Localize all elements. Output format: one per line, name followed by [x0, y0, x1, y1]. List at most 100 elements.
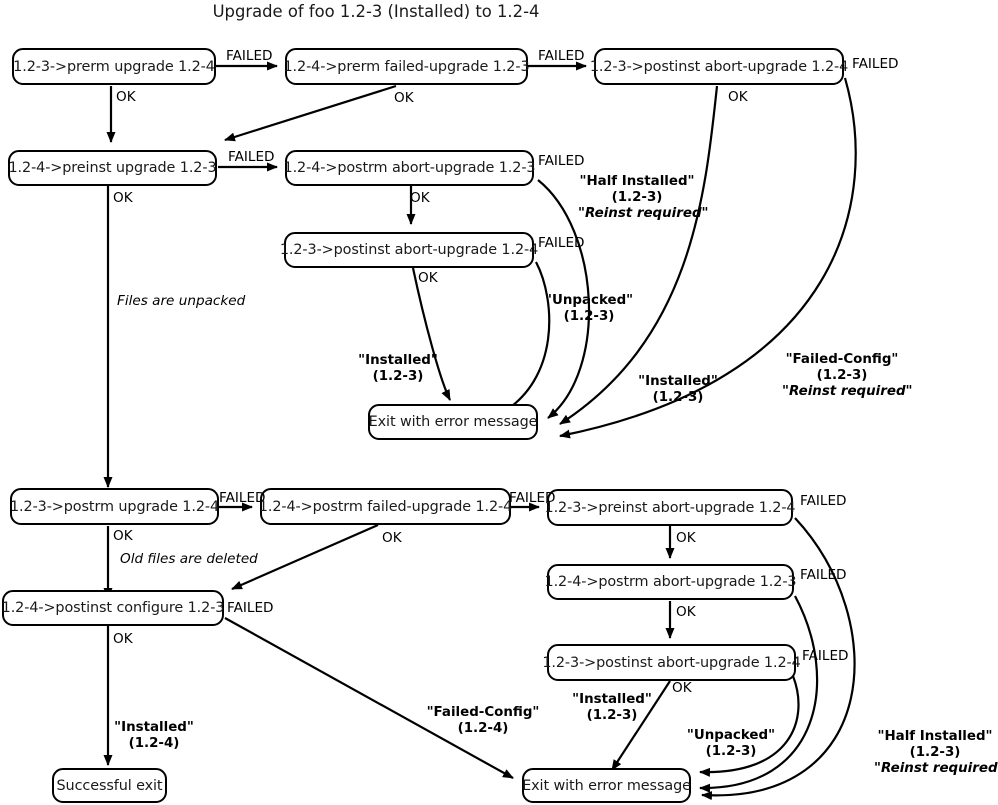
node-successful-exit[interactable]: Successful exit: [52, 768, 167, 803]
node-postrm-abort-upgrade-low[interactable]: 1.2-4->postrm abort-upgrade 1.2-3: [544, 564, 797, 600]
edge-label-failed-10: FAILED: [802, 648, 849, 664]
node-postrm-upgrade[interactable]: 1.2-3->postrm upgrade 1.2-4: [10, 488, 219, 525]
state-line: (1.2-4): [128, 735, 180, 751]
node-label: 1.2-3->postrm upgrade 1.2-4: [9, 498, 220, 515]
node-label: 1.2-4->postrm abort-upgrade 1.2-3: [544, 574, 797, 590]
state-line: (1.2-3): [586, 707, 638, 723]
edge-label-failed-9: FAILED: [227, 600, 274, 616]
edge-label-ok-3: OK: [113, 190, 133, 206]
state-label-failed-config-top: "Failed-Config" (1.2-3) "Reinst required…: [782, 352, 913, 399]
node-label: 1.2-4->postrm failed-upgrade 1.2-4: [258, 498, 513, 515]
state-label-unpacked-top: "Unpacked" (1.2-3): [545, 293, 633, 325]
state-label-unpacked-bottom: "Unpacked" (1.2-3): [686, 728, 776, 760]
node-label: 1.2-4->prerm failed-upgrade 1.2-3: [283, 58, 530, 75]
state-line: "Reinst required": [874, 760, 998, 776]
state-label-installed-left: "Installed" (1.2-3): [354, 353, 442, 385]
node-postinst-configure[interactable]: 1.2-4->postinst configure 1.2-3: [2, 590, 224, 626]
edge-ok-5: [411, 267, 451, 401]
node-preinst-abort-upgrade[interactable]: 1.2-3->preinst abort-upgrade 1.2-4: [544, 489, 796, 526]
edge-failed-11: [699, 595, 819, 793]
node-postrm-abort-upgrade-mid[interactable]: 1.2-4->postrm abort-upgrade 1.2-3: [283, 150, 536, 186]
edge-failed-12: [701, 517, 856, 801]
state-line: (1.2-3): [909, 744, 961, 760]
edge-ok-6: [559, 85, 719, 425]
edge-failed-6: [559, 77, 857, 439]
state-label-half-installed-top: "Half Installed" (1.2-3) "Reinst require…: [578, 174, 709, 221]
edge-label-failed-2: FAILED: [538, 48, 585, 64]
edge-label-ok-4: OK: [410, 190, 430, 206]
edge-label-failed-7: FAILED: [219, 490, 266, 506]
edge-label-ok-1: OK: [116, 89, 136, 105]
edge-label-failed-11: FAILED: [800, 567, 847, 583]
state-line: "Reinst required": [578, 205, 709, 221]
edge-ok-8: [231, 523, 379, 591]
state-label-installed-success: "Installed" (1.2-4): [110, 720, 198, 752]
edge-ok-2: [224, 84, 397, 142]
node-label: 1.2-3->postinst abort-upgrade 1.2-4: [279, 242, 539, 258]
edge-label-ok-10: OK: [676, 530, 696, 546]
edge-failed-4: [499, 261, 551, 415]
state-line: "Failed-Config": [426, 705, 540, 720]
edge-label-ok-12: OK: [672, 680, 692, 696]
node-label: 1.2-4->preinst upgrade 1.2-3: [8, 160, 217, 176]
edge-label-failed-1: FAILED: [226, 48, 273, 64]
edge-label-files-unpacked: Files are unpacked: [117, 293, 246, 309]
edge-label-ok-2: OK: [394, 90, 414, 106]
node-label: Successful exit: [56, 777, 163, 794]
edge-label-ok-7: OK: [113, 528, 133, 544]
node-label: 1.2-4->postrm abort-upgrade 1.2-3: [283, 160, 536, 176]
state-line: "Failed-Config": [785, 352, 899, 367]
edge-label-failed-8: FAILED: [509, 490, 556, 506]
node-label: 1.2-3->postinst abort-upgrade 1.2-4: [542, 654, 801, 671]
node-postinst-abort-upgrade-low[interactable]: 1.2-3->postinst abort-upgrade 1.2-4: [542, 644, 801, 681]
state-line: "Reinst required": [782, 383, 913, 399]
edge-failed-10: [699, 675, 800, 777]
node-exit-error-top[interactable]: Exit with error message: [368, 404, 538, 440]
node-postinst-abort-upgrade-mid[interactable]: 1.2-3->postinst abort-upgrade 1.2-4: [280, 232, 538, 268]
state-label-installed-right: "Installed" (1.2-3): [634, 374, 722, 406]
node-label: Exit with error message: [368, 414, 538, 430]
node-prerm-failed-upgrade[interactable]: 1.2-4->prerm failed-upgrade 1.2-3: [283, 48, 530, 85]
edge-label-failed-6: FAILED: [852, 56, 899, 72]
edge-label-old-files-deleted: Old files are deleted: [120, 551, 258, 567]
node-postrm-failed-upgrade[interactable]: 1.2-4->postrm failed-upgrade 1.2-4: [258, 488, 513, 525]
state-line: (1.2-4): [457, 720, 509, 736]
edge-label-ok-11: OK: [676, 604, 696, 620]
edge-label-ok-6: OK: [728, 89, 748, 105]
node-prerm-upgrade[interactable]: 1.2-3->prerm upgrade 1.2-4: [12, 48, 216, 85]
state-line: (1.2-3): [372, 368, 424, 384]
edge-label-ok-8: OK: [382, 530, 402, 546]
edge-label-ok-9: OK: [113, 631, 133, 647]
node-exit-error-bottom[interactable]: Exit with error message: [522, 768, 691, 803]
state-line: "Unpacked": [686, 728, 776, 743]
state-line: (1.2-3): [611, 189, 663, 205]
state-line: "Installed": [638, 374, 718, 389]
state-line: "Unpacked": [545, 293, 634, 308]
edge-label-ok-5: OK: [418, 270, 438, 286]
state-line: "Installed": [572, 692, 652, 707]
node-preinst-upgrade[interactable]: 1.2-4->preinst upgrade 1.2-3: [8, 150, 217, 186]
edge-label-failed-3: FAILED: [228, 149, 275, 165]
state-line: (1.2-3): [652, 389, 704, 405]
state-line: "Installed": [358, 353, 438, 368]
edge-failed-9: [224, 617, 514, 779]
state-line: (1.2-3): [563, 308, 615, 324]
edge-failed-5: [537, 179, 591, 419]
edge-label-failed-4: FAILED: [538, 235, 585, 251]
node-label: 1.2-3->preinst abort-upgrade 1.2-4: [544, 499, 796, 516]
state-line: "Half Installed": [579, 174, 695, 189]
node-postinst-abort-upgrade-top[interactable]: 1.2-3->postinst abort-upgrade 1.2-4: [590, 48, 848, 85]
edge-label-failed-5: FAILED: [538, 153, 585, 169]
node-label: 1.2-3->prerm upgrade 1.2-4: [13, 58, 215, 75]
node-label: 1.2-4->postinst configure 1.2-3: [1, 600, 225, 616]
state-label-failed-config-bottom: "Failed-Config" (1.2-4): [426, 705, 540, 737]
edge-ok-12: [611, 680, 671, 771]
page-title: Upgrade of foo 1.2-3 (Installed) to 1.2-…: [212, 2, 540, 21]
state-line: (1.2-3): [705, 743, 757, 759]
node-label: 1.2-3->postinst abort-upgrade 1.2-4: [589, 58, 849, 75]
node-label: Exit with error message: [522, 777, 691, 794]
state-line: "Half Installed": [877, 729, 993, 744]
edge-label-failed-12: FAILED: [800, 493, 847, 509]
